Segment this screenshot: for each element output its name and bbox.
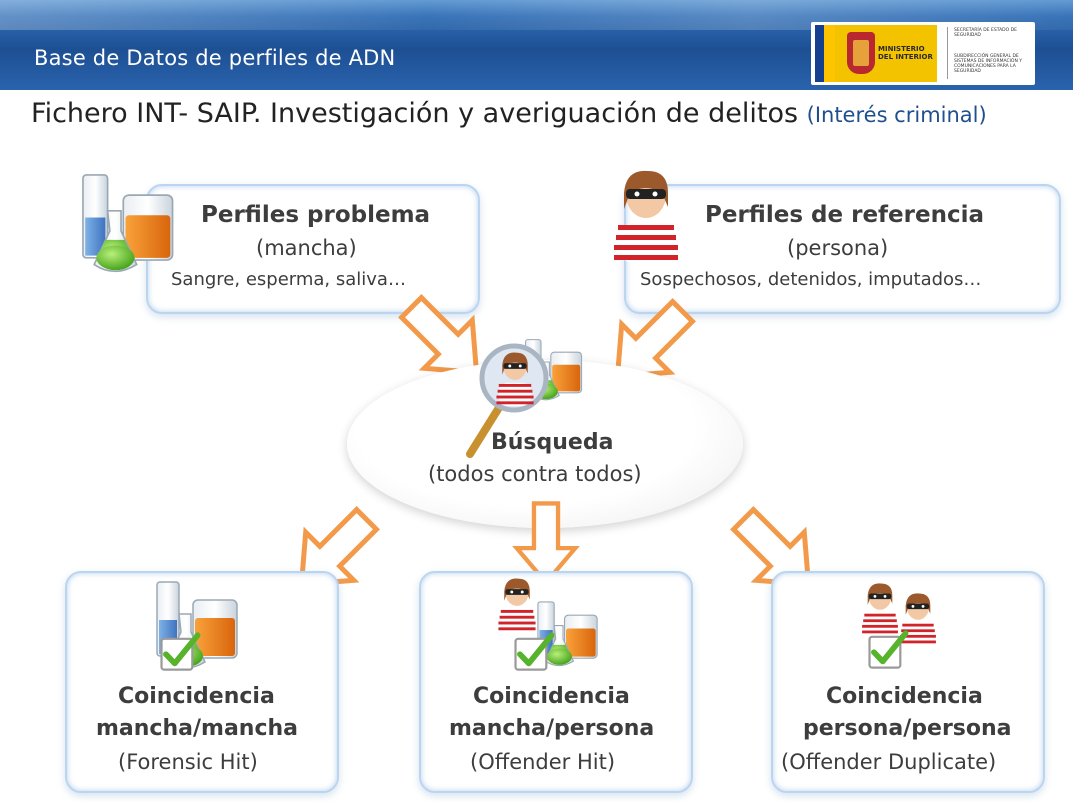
result-3-line1: Coincidencia — [826, 684, 983, 709]
perfiles-referencia-title: Perfiles de referencia — [705, 202, 984, 228]
masked-person-icon — [614, 170, 678, 263]
box-perfiles-referencia — [624, 184, 1061, 314]
result-2-line1: Coincidencia — [473, 684, 630, 709]
perfiles-problema-subtitle: (mancha) — [256, 236, 357, 260]
checkmark-icon — [158, 630, 202, 674]
perfiles-problema-examples: Sangre, esperma, saliva… — [171, 269, 406, 290]
ministry-name: MINISTERIO DEL INTERIOR — [878, 45, 933, 61]
header-banner: Base de Datos de perfiles de ADN MINISTE… — [0, 0, 1073, 90]
result-1-line2: mancha/mancha — [96, 716, 298, 741]
perfiles-referencia-examples: Sospechosos, detenidos, imputados… — [640, 269, 982, 290]
search-title: Búsqueda — [491, 430, 614, 455]
checkmark-icon — [512, 630, 556, 674]
secretaria-text: SECRETARÍA DE ESTADO DE SEGURIDAD — [954, 28, 1017, 38]
subtitle-main: Fichero INT- SAIP. Investigación y averi… — [31, 98, 807, 129]
eu-stars-icon — [815, 25, 824, 82]
subdireccion-text: SUBDIRECCIÓN GENERAL DE SISTEMAS DE INFO… — [954, 54, 1023, 74]
result-1-line3: (Forensic Hit) — [118, 750, 258, 774]
result-3-line2: persona/persona — [803, 716, 1012, 741]
perfiles-referencia-subtitle: (persona) — [787, 236, 889, 260]
subtitle-note: (Interés criminal) — [806, 103, 987, 127]
box-result-mancha-persona — [419, 571, 693, 793]
lab-glassware-icon — [82, 174, 174, 273]
coat-of-arms-inner — [853, 40, 869, 66]
box-perfiles-problema — [146, 184, 480, 314]
result-3-line3: (Offender Duplicate) — [781, 750, 997, 774]
result-2-line2: mancha/persona — [449, 716, 655, 741]
page-title: Base de Datos de perfiles de ADN — [34, 46, 396, 70]
search-subtitle: (todos contra todos) — [428, 462, 642, 486]
flag-stripe — [823, 25, 835, 82]
result-1-line1: Coincidencia — [118, 684, 275, 709]
ministry-logo: MINISTERIO DEL INTERIOR SECRETARÍA DE ES… — [811, 22, 1035, 85]
magnifier-icon — [466, 339, 583, 458]
perfiles-problema-title: Perfiles problema — [201, 202, 431, 228]
result-2-line3: (Offender Hit) — [470, 750, 616, 774]
checkmark-icon — [866, 628, 910, 672]
slide-subtitle: Fichero INT- SAIP. Investigación y averi… — [31, 98, 987, 129]
logo-divider — [947, 27, 948, 79]
